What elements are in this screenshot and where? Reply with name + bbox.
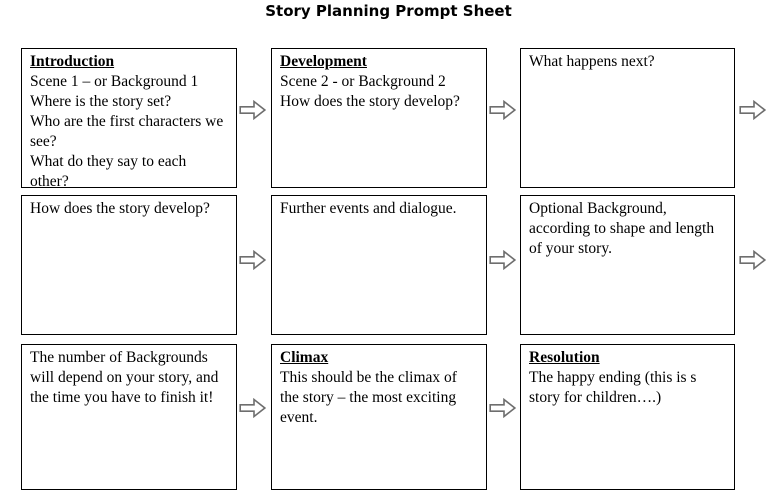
box-line: What happens next? — [529, 53, 655, 70]
box-line: Further events and dialogue. — [280, 200, 457, 217]
flow-arrow-icon — [739, 249, 767, 271]
box-line: The happy ending (this is s story for ch… — [529, 368, 697, 406]
flow-arrow-icon — [489, 249, 517, 271]
flow-arrow-icon — [239, 99, 267, 121]
box-line: How does the story develop? — [280, 92, 460, 110]
prompt-box-resolution: Resolution The happy ending (this is s s… — [520, 344, 735, 490]
prompt-box-development: Development Scene 2 - or Background 2 Ho… — [271, 48, 487, 188]
box-heading: Development — [280, 53, 367, 70]
prompt-box-optional-background: Optional Background, according to shape … — [520, 195, 735, 335]
flow-arrow-icon — [239, 397, 267, 419]
flow-arrow-icon — [239, 249, 267, 271]
prompt-box-climax: Climax This should be the climax of the … — [271, 344, 487, 490]
box-line: Who are the first characters we see? — [30, 112, 224, 150]
box-line: Scene 2 - or Background 2 — [280, 72, 446, 90]
prompt-box-what-happens-next: What happens next? — [520, 48, 735, 188]
box-line: The number of Backgrounds will depend on… — [30, 349, 219, 406]
page-title: Story Planning Prompt Sheet — [265, 2, 512, 20]
flow-arrow-icon — [489, 99, 517, 121]
prompt-box-number-of-backgrounds: The number of Backgrounds will depend on… — [21, 344, 237, 490]
flow-arrow-icon — [739, 99, 767, 121]
box-line: Scene 1 – or Background 1 — [30, 72, 199, 90]
prompt-box-introduction: Introduction Scene 1 – or Background 1 W… — [21, 48, 237, 190]
box-line: Optional Background, according to shape … — [529, 200, 715, 257]
prompt-box-further-events: Further events and dialogue. — [271, 195, 487, 335]
box-heading: Climax — [280, 349, 329, 366]
box-line: This should be the climax of the story –… — [280, 368, 457, 426]
box-line: Where is the story set? — [30, 92, 172, 110]
box-heading: Introduction — [30, 53, 115, 70]
prompt-box-story-develop: How does the story develop? — [21, 195, 237, 335]
box-heading: Resolution — [529, 349, 600, 366]
box-line: What do they say to each other? — [30, 152, 187, 190]
flow-arrow-icon — [489, 397, 517, 419]
box-line: How does the story develop? — [30, 200, 210, 217]
